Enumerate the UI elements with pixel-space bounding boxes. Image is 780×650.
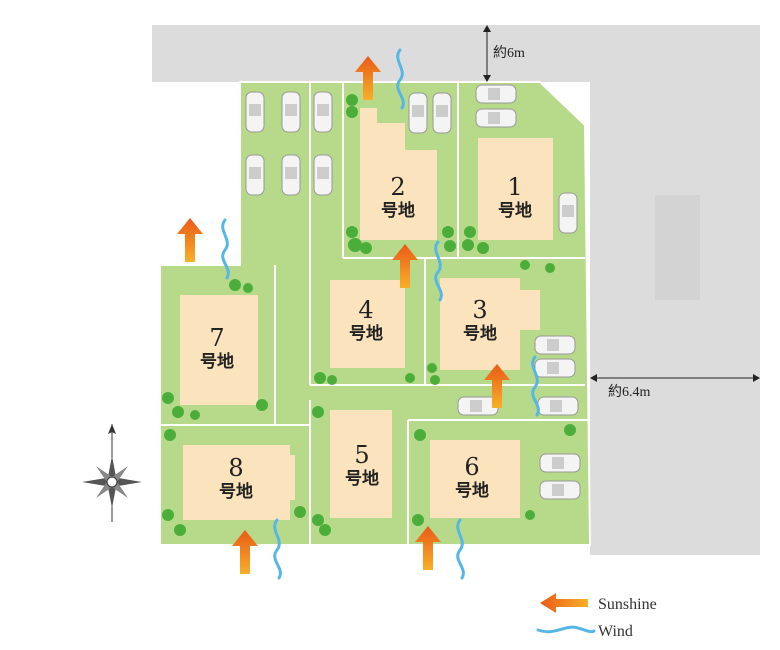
svg-text:号地: 号地 <box>219 481 253 502</box>
lot-label-1: 1号地 <box>498 173 532 221</box>
svg-text:6: 6 <box>464 453 479 481</box>
svg-text:号地: 号地 <box>345 468 379 489</box>
svg-text:Sunshine: Sunshine <box>598 596 657 613</box>
svg-text:4: 4 <box>358 296 373 324</box>
road-north <box>152 25 760 555</box>
lot-label-2: 2号地 <box>381 173 415 221</box>
building-lot-1 <box>478 138 553 240</box>
compass-rose-icon <box>82 424 142 522</box>
building-lot-3 <box>440 278 540 370</box>
svg-text:号地: 号地 <box>455 480 489 501</box>
building-lot-5 <box>330 410 392 518</box>
legend-wind: Wind <box>536 623 633 640</box>
svg-text:号地: 号地 <box>381 200 415 221</box>
lot-label-4: 4号地 <box>349 296 383 344</box>
lot-label-6: 6号地 <box>455 453 489 501</box>
svg-text:号地: 号地 <box>200 351 234 372</box>
sunshine-arrow-icon <box>177 218 203 262</box>
svg-text:2: 2 <box>390 173 405 201</box>
lot-label-8: 8号地 <box>219 454 253 502</box>
road-width-east: 約6.4m <box>590 374 760 400</box>
svg-text:約6m: 約6m <box>493 45 525 61</box>
building-lot-7 <box>180 295 258 405</box>
lot-label-7: 7号地 <box>200 324 234 372</box>
svg-text:5: 5 <box>354 441 369 469</box>
road-width-north: 約6m <box>483 25 525 82</box>
svg-text:7: 7 <box>209 324 224 352</box>
legend: Sunshine Wind <box>536 593 657 640</box>
wind-icon <box>536 625 596 634</box>
svg-text:号地: 号地 <box>463 323 497 344</box>
svg-text:3: 3 <box>472 296 487 324</box>
sunshine-arrow-icon <box>540 593 588 613</box>
trees <box>162 94 576 536</box>
building-lot-4 <box>330 280 405 368</box>
svg-text:約6.4m: 約6.4m <box>608 384 650 400</box>
svg-text:Wind: Wind <box>598 623 633 640</box>
legend-sunshine: Sunshine <box>540 593 657 613</box>
building-lot-2 <box>360 108 437 240</box>
road-east-notch <box>655 195 700 300</box>
svg-text:号地: 号地 <box>349 323 383 344</box>
lot-boundaries <box>160 82 588 545</box>
svg-text:号地: 号地 <box>498 200 532 221</box>
lot-label-3: 3号地 <box>463 296 497 344</box>
svg-text:1: 1 <box>507 173 522 201</box>
building-lot-8 <box>183 445 295 520</box>
building-lot-6 <box>430 440 520 518</box>
svg-text:8: 8 <box>228 454 243 482</box>
lot-label-5: 5号地 <box>345 441 379 489</box>
